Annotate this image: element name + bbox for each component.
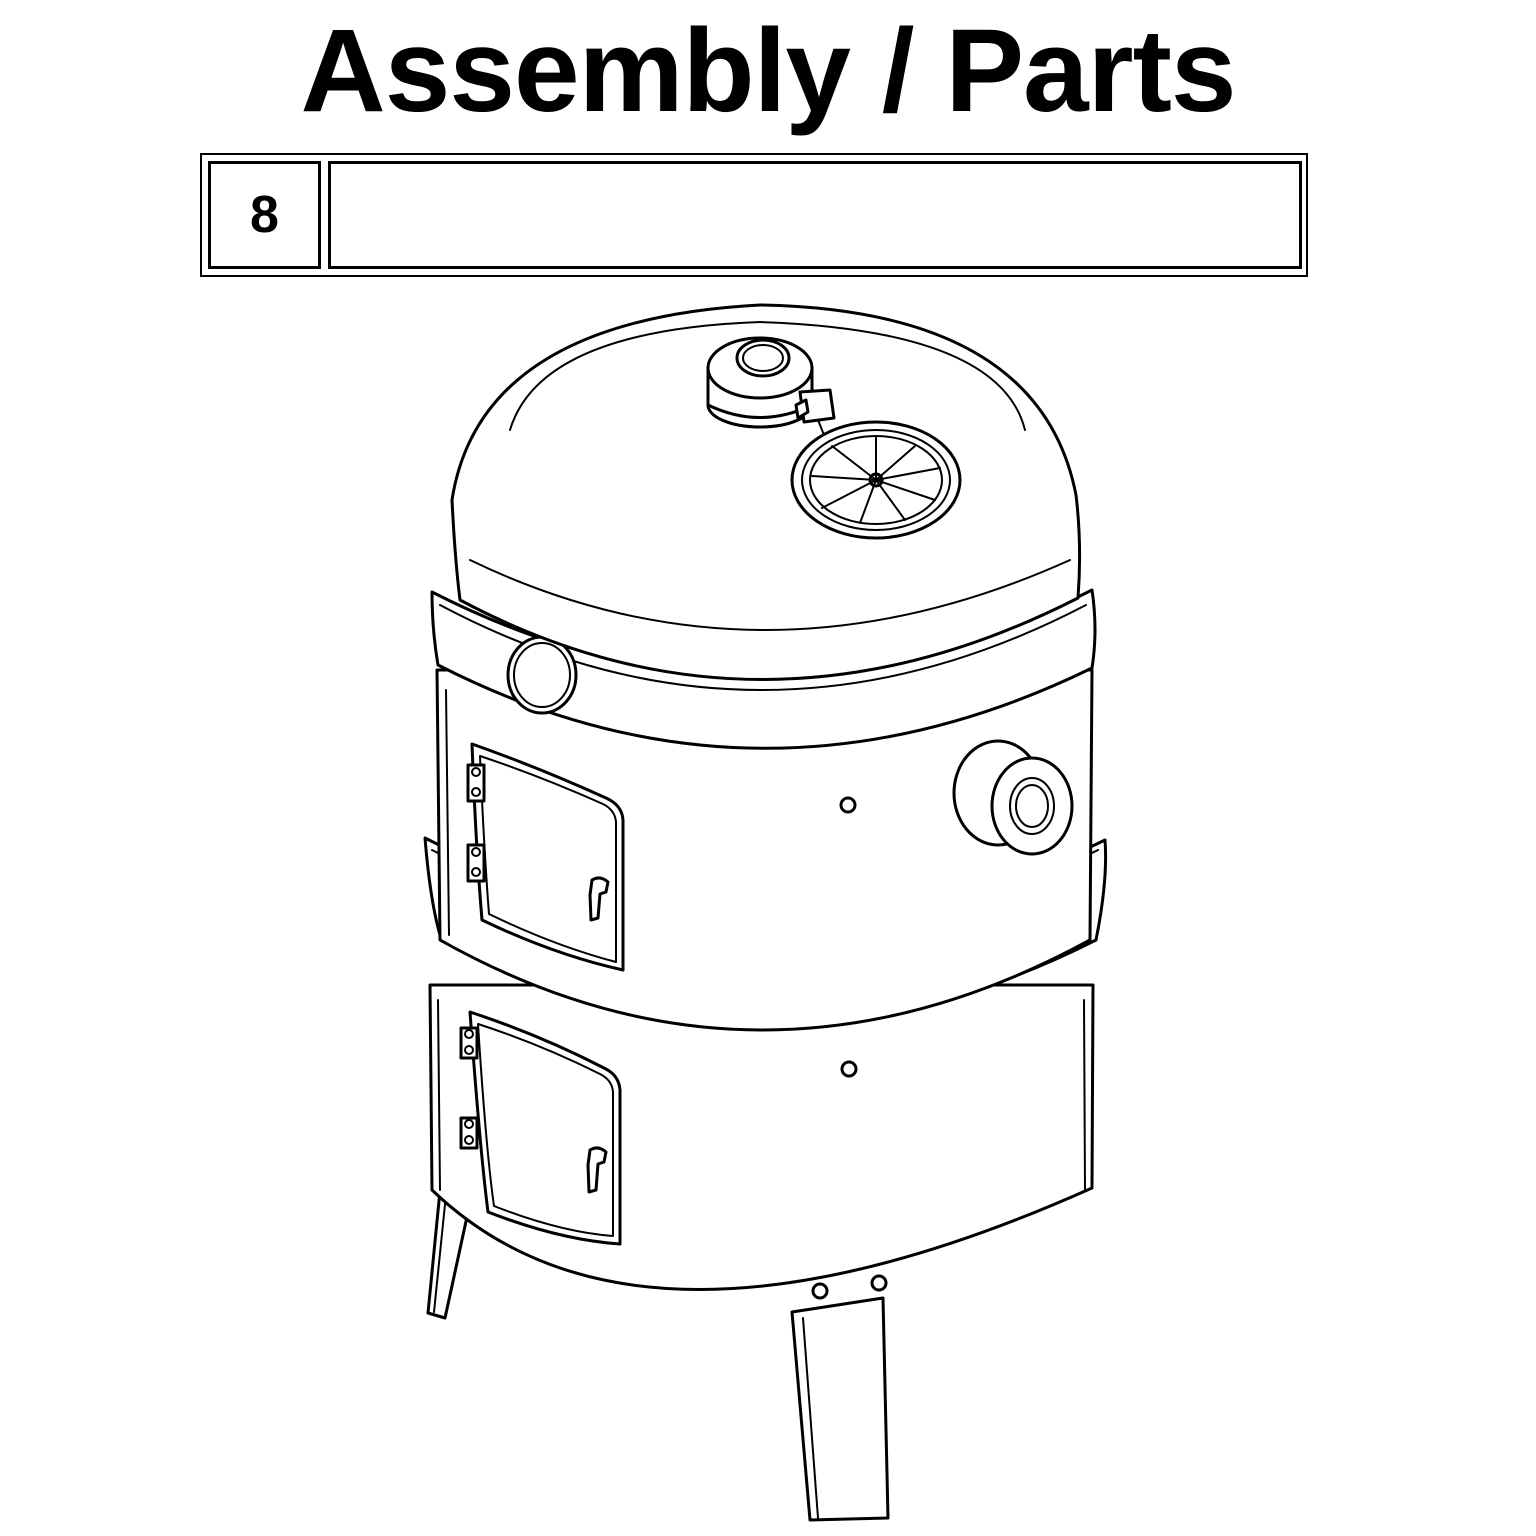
step-number-cell: 8 xyxy=(208,161,321,269)
page-title: Assembly / Parts xyxy=(300,5,1236,137)
lid-vent-damper-icon xyxy=(790,388,962,540)
step-description-cell xyxy=(328,161,1302,269)
upper-access-door-icon xyxy=(466,742,625,972)
lid-handle-icon xyxy=(706,336,814,429)
smoker-lid-icon xyxy=(450,303,1082,681)
step-number: 8 xyxy=(250,186,279,244)
step-bar: 8 xyxy=(200,153,1308,277)
side-handle-icon xyxy=(952,739,1074,856)
leg-icon xyxy=(790,1296,890,1522)
lower-access-door-icon xyxy=(459,1010,622,1246)
temperature-gauge-icon xyxy=(506,635,578,715)
